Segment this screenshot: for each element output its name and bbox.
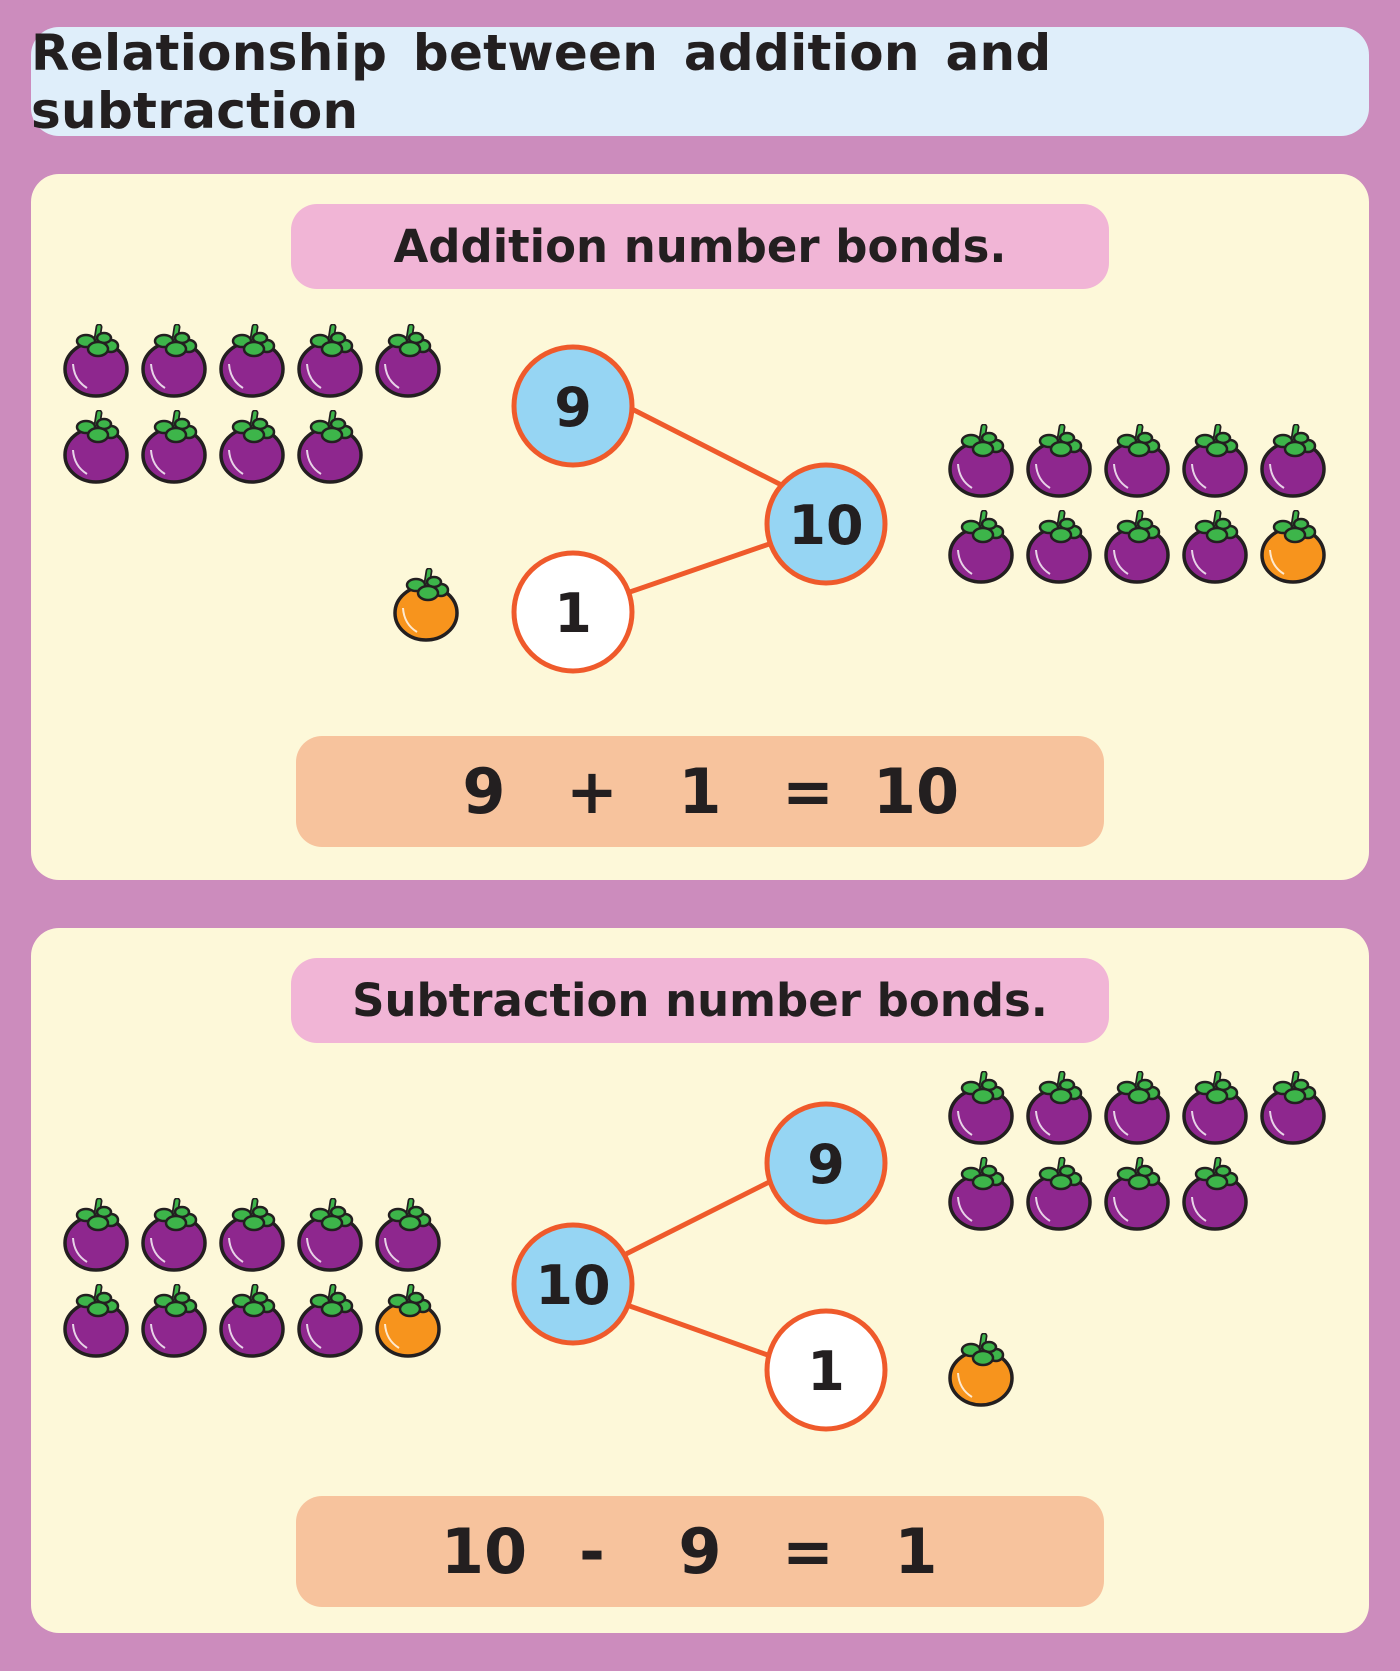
subtraction-panel: Subtraction number bonds. 10 9 1 10 - 9 [31, 928, 1369, 1633]
bond-node-part-b-label: 1 [807, 1340, 845, 1403]
bond-node-whole-label: 10 [788, 494, 863, 557]
mangosteen-icon [948, 1071, 1014, 1145]
mangosteen-icon [63, 410, 129, 484]
bond-node-part-b: 1 [511, 550, 635, 674]
subtraction-group-part-b [946, 1333, 1336, 1407]
bond-node-part-a-label: 9 [554, 376, 592, 439]
mangosteen-icon [1104, 1157, 1170, 1231]
equation-operator: + [566, 755, 618, 828]
mangosteen-icon [375, 1198, 441, 1272]
mangosteen-icon [948, 1157, 1014, 1231]
mangosteen-icon [141, 324, 207, 398]
equation-term: 1 [678, 755, 722, 828]
subtraction-equation: 10 - 9 = 1 [296, 1496, 1104, 1607]
orange-fruit-icon [948, 1333, 1014, 1407]
orange-fruit-icon [375, 1284, 441, 1358]
orange-fruit-icon [1260, 510, 1326, 584]
mangosteen-icon [1182, 1157, 1248, 1231]
mangosteen-icon [297, 1284, 363, 1358]
addition-group-part-b [391, 568, 781, 642]
subtraction-heading: Subtraction number bonds. [291, 958, 1109, 1043]
mangosteen-icon [1182, 424, 1248, 498]
subtraction-group-part-a [946, 1071, 1336, 1231]
mangosteen-icon [375, 324, 441, 398]
mangosteen-icon [63, 1284, 129, 1358]
addition-equation: 9 + 1 = 10 [296, 736, 1104, 847]
bond-node-whole: 10 [764, 462, 888, 586]
link-part-a-to-whole [622, 402, 809, 501]
mangosteen-icon [1026, 424, 1092, 498]
bond-node-part-a: 9 [511, 344, 635, 468]
equation-equals: = [782, 1515, 834, 1588]
mangosteen-icon [1260, 424, 1326, 498]
mangosteen-icon [219, 410, 285, 484]
mangosteen-icon [63, 324, 129, 398]
mangosteen-icon [141, 1198, 207, 1272]
equation-result: 10 [872, 755, 960, 828]
page-title: Relationship between addition and subtra… [31, 24, 1369, 140]
mangosteen-icon [141, 410, 207, 484]
mangosteen-icon [297, 410, 363, 484]
equation-operator: - [579, 1515, 605, 1588]
mangosteen-icon [219, 324, 285, 398]
addition-heading: Addition number bonds. [291, 204, 1109, 289]
bond-node-part-b-label: 1 [554, 582, 592, 645]
mangosteen-icon [1104, 1071, 1170, 1145]
mangosteen-icon [1104, 424, 1170, 498]
addition-group-part-a [61, 324, 451, 484]
equation-term: 10 [440, 1515, 528, 1588]
mangosteen-icon [1026, 1157, 1092, 1231]
bond-node-whole-label: 10 [535, 1254, 610, 1317]
mangosteen-icon [141, 1284, 207, 1358]
bond-node-whole: 10 [511, 1222, 635, 1346]
addition-group-whole [946, 424, 1336, 584]
mangosteen-icon [1104, 510, 1170, 584]
mangosteen-icon [297, 324, 363, 398]
orange-fruit-icon [393, 568, 459, 642]
mangosteen-icon [219, 1198, 285, 1272]
subtraction-bond-diagram: 10 9 1 [511, 1101, 888, 1432]
bond-node-part-a-label: 9 [807, 1133, 845, 1196]
mangosteen-icon [948, 510, 1014, 584]
addition-bond-diagram: 9 1 10 [511, 344, 888, 674]
equation-result: 1 [894, 1515, 938, 1588]
mangosteen-icon [1260, 1071, 1326, 1145]
subtraction-group-whole [61, 1198, 451, 1358]
mangosteen-icon [1026, 1071, 1092, 1145]
equation-term: 9 [462, 755, 506, 828]
mangosteen-icon [1182, 1071, 1248, 1145]
mangosteen-icon [1026, 510, 1092, 584]
equation-equals: = [782, 755, 834, 828]
mangosteen-icon [297, 1198, 363, 1272]
bond-node-part-b: 1 [764, 1308, 888, 1432]
mangosteen-icon [948, 424, 1014, 498]
bond-node-part-a: 9 [764, 1101, 888, 1225]
mangosteen-icon [63, 1198, 129, 1272]
addition-panel: Addition number bonds. 9 1 10 9 + 1 [31, 174, 1369, 880]
mangosteen-icon [219, 1284, 285, 1358]
equation-term: 9 [678, 1515, 722, 1588]
mangosteen-icon [1182, 510, 1248, 584]
